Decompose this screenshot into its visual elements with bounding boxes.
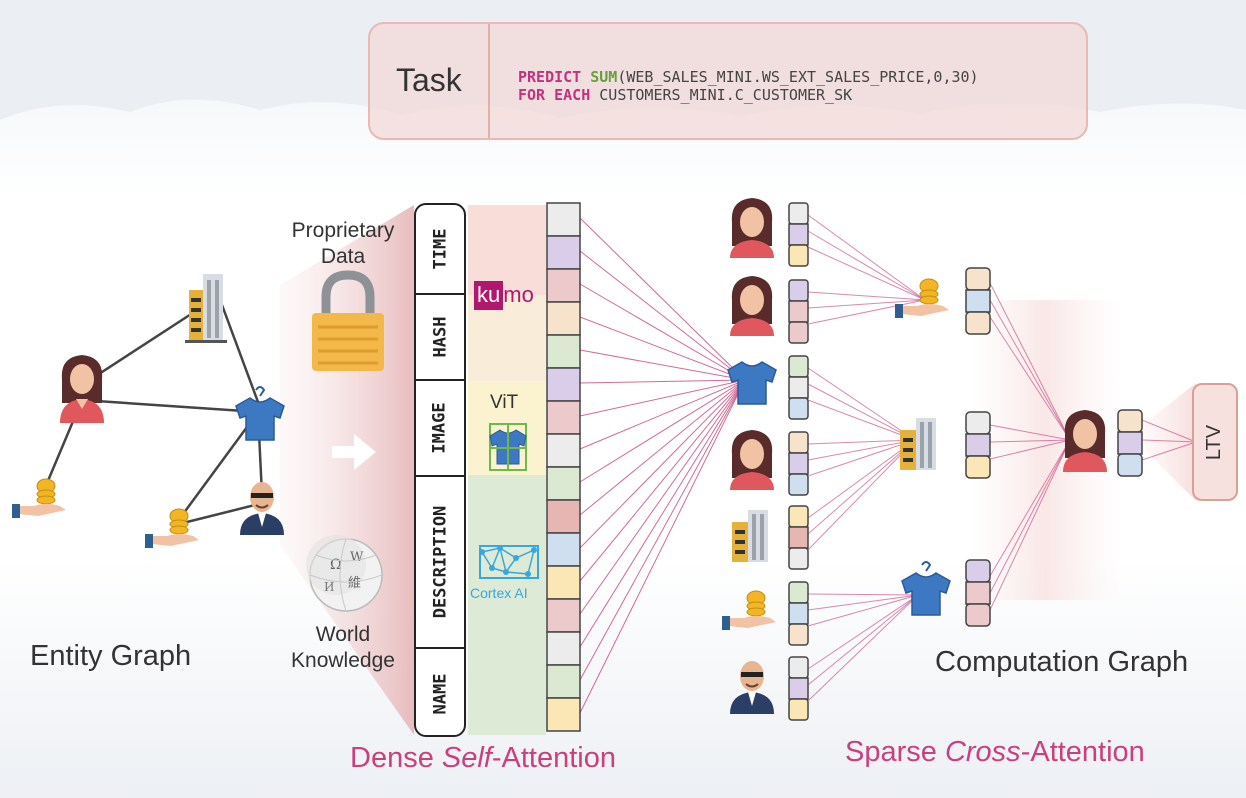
token: [546, 400, 581, 435]
sparse-attention-caption: Sparse Cross-Attention: [845, 736, 1145, 768]
vit-label: ViT: [490, 392, 519, 413]
svg-text:維: 維: [348, 576, 361, 591]
token: [546, 235, 581, 270]
building-icon: [185, 274, 227, 343]
padlock-icon: [312, 270, 384, 371]
entity-graph-label: Entity Graph: [30, 640, 192, 672]
dense-attention-lines: [579, 217, 746, 714]
shirt-icon: [235, 386, 285, 441]
token: [546, 532, 581, 567]
arrow-right-icon: [332, 434, 376, 470]
token-column: [546, 202, 581, 732]
cortex-ai-label: Cortex AI: [470, 585, 528, 601]
token: [546, 598, 581, 633]
token: [546, 367, 581, 402]
shirt-icon: [727, 361, 777, 405]
token: [546, 664, 581, 699]
svg-text:Ω: Ω: [330, 557, 342, 573]
query-keyword: PREDICT: [518, 68, 582, 86]
column-header: TIME: [416, 205, 464, 295]
token: [546, 565, 581, 600]
person-icon: [730, 198, 774, 258]
person-icon: [730, 430, 774, 490]
token: [546, 631, 581, 666]
query-entity: CUSTOMERS_MINI.C_CUSTOMER_SK: [590, 86, 853, 104]
task-box: Task PREDICT SUM(WEB_SALES_MINI.WS_EXT_S…: [368, 22, 1088, 140]
token: [546, 202, 581, 237]
token: [546, 499, 581, 534]
man-icon: [240, 482, 284, 535]
token: [546, 301, 581, 336]
svg-text:W: W: [350, 550, 364, 565]
token: [546, 268, 581, 303]
column-header: HASH: [416, 295, 464, 381]
column-header: IMAGE: [416, 381, 464, 477]
query-keyword: FOR EACH: [518, 86, 591, 104]
column-header: DESCRIPTION: [416, 477, 464, 649]
building-icon: [900, 418, 936, 470]
svg-text:И: И: [324, 580, 334, 594]
person-icon: [730, 276, 774, 336]
column-header: NAME: [429, 673, 450, 715]
task-query: PREDICT SUM(WEB_SALES_MINI.WS_EXT_SALES_…: [518, 68, 979, 104]
neighbor-token-stacks: [788, 202, 809, 721]
coin-hand-icon: [12, 478, 66, 518]
task-divider: [488, 24, 490, 138]
building-icon: [732, 510, 768, 562]
hidden-token-stacks: [965, 267, 1143, 627]
coin-hand-icon: [145, 508, 199, 548]
output-fan: [1130, 383, 1196, 501]
query-args: (WEB_SALES_MINI.WS_EXT_SALES_PRICE,0,30): [617, 68, 979, 86]
computation-graph-label: Computation Graph: [935, 646, 1189, 678]
token: [546, 433, 581, 468]
token: [546, 466, 581, 501]
text-band: [468, 475, 546, 735]
coin-hand-icon: [895, 278, 949, 318]
sparse-attention-lines: [807, 214, 1197, 702]
cortex-network-icon: [479, 545, 539, 579]
dense-attention-caption: Dense Self-Attention: [350, 742, 617, 774]
shirt-icon: [901, 561, 951, 616]
task-label: Task: [396, 62, 462, 98]
vit-shirt-icon: [489, 423, 527, 471]
token: [546, 697, 581, 732]
man-icon: [730, 661, 774, 714]
ltv-output: LTV: [1192, 383, 1238, 501]
person-icon: [1063, 410, 1107, 472]
coin-hand-icon: [722, 590, 776, 630]
query-function: SUM: [590, 68, 618, 86]
column-header-stack: TIME HASH IMAGE DESCRIPTION NAME: [414, 203, 466, 737]
token: [546, 334, 581, 369]
wikipedia-globe-icon: Ω W И 維: [306, 535, 383, 612]
time-band: [468, 205, 546, 295]
person-icon: [60, 355, 104, 423]
